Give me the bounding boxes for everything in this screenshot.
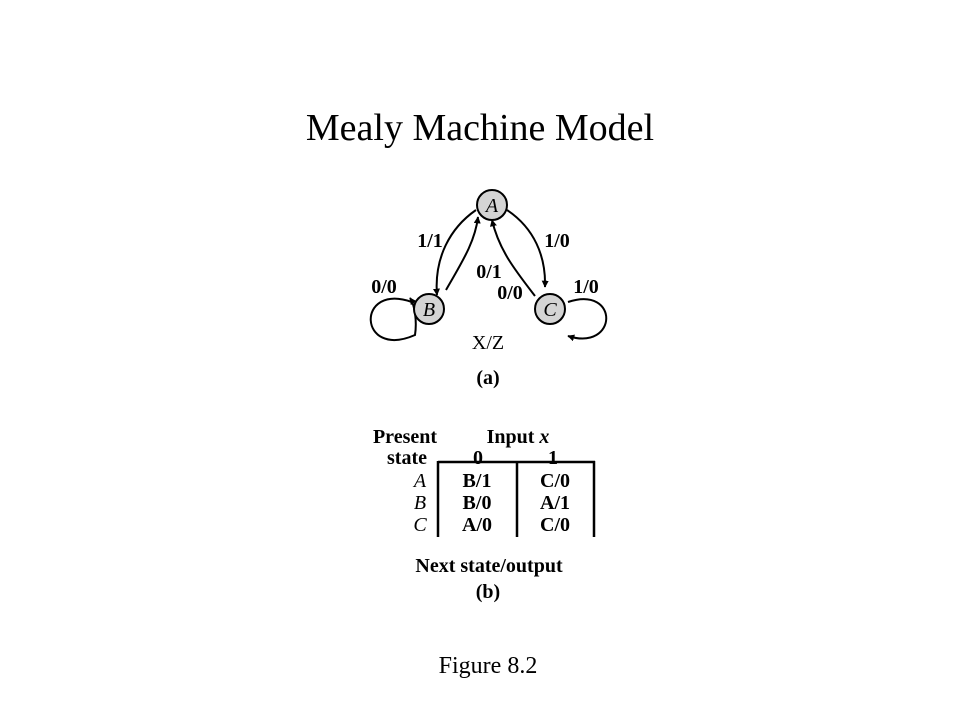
diagram-caption: (a) [476,367,499,389]
table-row-b: B B/0 A/1 [414,492,570,514]
table-header-col0: 0 [473,447,483,469]
figure-label: Figure 8.2 [439,653,538,679]
table-header-present: Present [373,426,437,448]
label-c-to-c: 1/0 [573,276,599,298]
table-cell-input-1: A/1 [540,492,570,514]
table-header-col1: 1 [548,447,558,469]
table-row-a: A B/1 C/0 [412,470,570,492]
label-c-to-a: 0/0 [497,282,523,304]
state-circle-a [476,189,508,221]
table-header-state: state [387,447,427,469]
state-table: Present Input x state 0 1 A B/1 C/0 B B/… [373,426,596,603]
label-b-to-b: 0/0 [371,276,397,298]
table-cell-input-0: B/1 [463,470,492,492]
table-cell-input-1: C/0 [540,470,570,492]
table-caption: (b) [476,581,500,603]
state-diagram: A B C 1/1 0/1 0/0 1/0 0/0 1/0 X/Z (a) [369,189,608,389]
edge-c-to-a [490,219,536,297]
state-circle-b [413,293,445,325]
table-cell-input-0: B/0 [463,492,492,514]
state-node-a: A [476,189,508,221]
slide-title: Mealy Machine Model [306,107,654,149]
state-node-c: C [534,293,566,325]
label-a-to-b: 1/1 [417,230,443,252]
table-row-state: B [414,492,426,514]
self-loop-c [567,298,608,342]
table-row-state: A [412,470,427,492]
edge-a-to-c [506,209,549,288]
label-b-to-a: 0/1 [476,261,502,283]
self-loop-b [369,297,417,341]
edge-b-to-a [445,216,481,291]
state-circle-c [534,293,566,325]
diagram-legend: X/Z [472,332,504,354]
table-row-c: C A/0 C/0 [413,514,570,536]
table-cell-input-1: C/0 [540,514,570,536]
edge-a-to-b [433,209,477,296]
state-label-b: B [423,299,435,321]
label-a-to-c: 1/0 [544,230,570,252]
table-cell-input-0: A/0 [462,514,492,536]
table-row-state: C [413,514,427,536]
table-footer-label: Next state/output [415,555,563,577]
state-node-b: B [413,293,445,325]
state-label-a: A [484,195,499,217]
table-header-input: Input x [487,426,550,448]
state-label-c: C [543,299,557,321]
